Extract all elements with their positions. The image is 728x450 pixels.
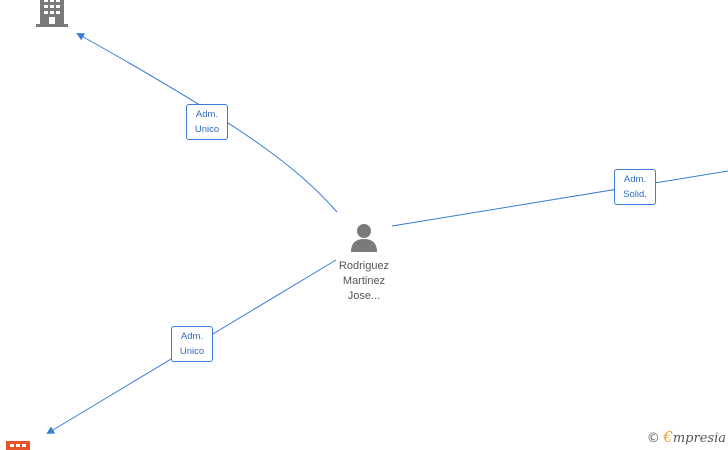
person-icon — [351, 224, 377, 252]
brand-watermark: © €mpresia — [647, 428, 726, 446]
edge-label-adm-solid[interactable]: Adm. Solid. — [614, 169, 656, 205]
edge-label-line: Unico — [194, 124, 220, 135]
edge-label-line: Adm. — [623, 174, 647, 185]
company-building-icon-orange[interactable] — [6, 441, 32, 450]
person-name-line: Jose... — [347, 290, 381, 302]
edge-label-adm-unico-top[interactable]: Adm. Unico — [186, 104, 228, 140]
person-name-line: Rodriguez — [338, 260, 390, 272]
person-name-line: Martinez — [342, 275, 386, 287]
brand-logo-text: mpresia — [672, 431, 726, 446]
brand-logo-e: € — [663, 428, 673, 446]
person-name: Rodriguez Martinez Jose... — [329, 259, 399, 304]
copyright-symbol: © — [646, 431, 660, 446]
edge-label-line: Solid. — [623, 189, 647, 200]
person-node[interactable]: Rodriguez Martinez Jose... — [329, 222, 399, 304]
edge-line-right — [391, 170, 728, 227]
edge-label-line: Adm. — [180, 331, 204, 342]
edge-label-line: Adm. — [195, 109, 219, 120]
edge-line-top-left — [76, 33, 338, 213]
edge-label-line: Unico — [179, 346, 205, 357]
company-building-icon[interactable] — [36, 0, 68, 33]
edge-label-adm-unico-bottom[interactable]: Adm. Unico — [171, 326, 213, 362]
